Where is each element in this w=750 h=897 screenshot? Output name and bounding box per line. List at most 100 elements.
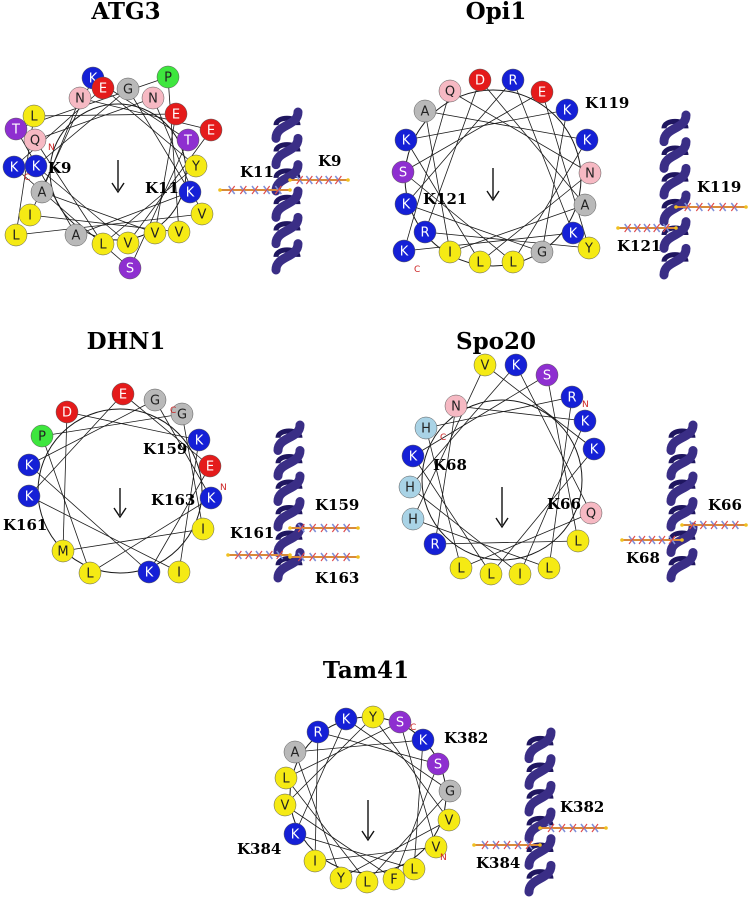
terminal-label: C bbox=[440, 433, 446, 443]
residue-circle bbox=[329, 866, 353, 890]
residue-disk: T bbox=[176, 128, 200, 152]
helix-lysine-label: K384 bbox=[476, 854, 520, 872]
helix-lysine-label: K161 bbox=[230, 524, 274, 542]
residue-circle bbox=[444, 394, 468, 418]
lysine-sidechain bbox=[674, 202, 748, 212]
residue-letter: K bbox=[145, 566, 154, 581]
sidechain-atom bbox=[251, 185, 259, 195]
wheel-chord bbox=[127, 88, 191, 193]
lysine-sidechain bbox=[288, 175, 350, 185]
residue-disk: R bbox=[501, 68, 525, 92]
arrowhead bbox=[113, 507, 127, 519]
wheel-chord bbox=[340, 819, 450, 879]
residue-circle bbox=[479, 562, 503, 586]
sidechain-atom bbox=[320, 552, 328, 562]
wheel-chord bbox=[294, 718, 347, 835]
lysine-label: K382 bbox=[444, 729, 488, 747]
residue-letter: R bbox=[430, 538, 439, 553]
terminal-label: N bbox=[440, 853, 447, 863]
residue-circle bbox=[22, 104, 46, 128]
residue-disk: N bbox=[444, 394, 468, 418]
wheel-chord bbox=[434, 540, 579, 545]
sidechain-atom bbox=[309, 523, 317, 533]
helix-ribbon bbox=[524, 727, 556, 897]
residue-circle bbox=[573, 409, 597, 433]
wheel-chord bbox=[405, 109, 568, 141]
residue-circle bbox=[577, 236, 601, 260]
lysine-sidechain bbox=[538, 823, 608, 833]
helix-turn-front bbox=[666, 471, 698, 506]
residue-letter: A bbox=[72, 229, 81, 244]
residue-circle bbox=[392, 239, 416, 263]
residue-circle bbox=[575, 128, 599, 152]
arrowhead bbox=[111, 182, 125, 194]
wheel-chord bbox=[178, 439, 200, 573]
wheel-chord bbox=[412, 374, 548, 457]
wheel-chord bbox=[541, 91, 590, 249]
residue-letter: L bbox=[457, 562, 465, 577]
residue-disk: N bbox=[578, 161, 602, 185]
residue-disk: K bbox=[394, 128, 418, 152]
wheel-chord bbox=[33, 113, 177, 117]
wheel-chord bbox=[15, 213, 203, 236]
residue-circle bbox=[111, 382, 135, 406]
residue-disk: A bbox=[413, 99, 437, 123]
residue-letter: E bbox=[538, 86, 546, 101]
wheel-chord bbox=[181, 413, 204, 530]
residue-disk: E bbox=[530, 80, 554, 104]
wheel-chord bbox=[294, 739, 424, 753]
wheel-chord bbox=[294, 751, 342, 879]
helix-turn-front bbox=[666, 446, 698, 481]
wheel-chord bbox=[154, 113, 177, 234]
sidechain-atom bbox=[514, 840, 522, 850]
residue-circle bbox=[391, 160, 415, 184]
residue-letter: K bbox=[291, 828, 300, 843]
lysine-label: K161 bbox=[3, 516, 47, 534]
residue-letter: D bbox=[62, 406, 72, 421]
wheel-chord bbox=[284, 804, 395, 880]
helical-wheel: Q D R E K K N A K Y G L L I K R K S K A bbox=[391, 68, 602, 275]
wheel-chord bbox=[314, 846, 437, 862]
residue-circle bbox=[23, 128, 47, 152]
residue-letter: K bbox=[402, 198, 411, 213]
residue-disk: A bbox=[283, 740, 307, 764]
residue-letter: V bbox=[124, 237, 133, 252]
residue-disk: S bbox=[535, 363, 559, 387]
residue-letter: L bbox=[12, 229, 20, 244]
residue-circle bbox=[191, 517, 215, 541]
wheel-chord bbox=[314, 731, 319, 862]
residue-circle bbox=[4, 117, 28, 141]
helical-wheel: K N E G N P E T E Y K V V V S V L A L I bbox=[2, 65, 223, 280]
residue-circle bbox=[413, 220, 437, 244]
residue-letter: N bbox=[75, 92, 85, 107]
sidechain-end bbox=[620, 538, 624, 542]
wheel-chord bbox=[449, 90, 591, 174]
residue-disk: L bbox=[402, 857, 426, 881]
helix-turn-front bbox=[271, 212, 303, 249]
residue-circle bbox=[51, 539, 75, 563]
residue-circle bbox=[449, 556, 473, 580]
helix-lysine-label: K121 bbox=[617, 237, 661, 255]
wheel-chord bbox=[102, 165, 197, 245]
lysine-label: K9 bbox=[48, 159, 71, 177]
wheel-chord bbox=[425, 427, 462, 569]
wheel-chord bbox=[122, 393, 211, 467]
residue-letter: G bbox=[537, 246, 547, 261]
helix-turn-front bbox=[273, 471, 305, 506]
lysine-label: K66 bbox=[547, 495, 581, 513]
residue-letter: M bbox=[57, 545, 68, 560]
residue-disk: I bbox=[508, 562, 532, 586]
residue-circle bbox=[167, 220, 191, 244]
wheel-chord bbox=[424, 110, 451, 253]
residue-letter: R bbox=[420, 226, 429, 241]
residue-letter: L bbox=[363, 876, 371, 891]
residue-disk: S bbox=[426, 752, 450, 776]
residue-disk: D bbox=[55, 400, 79, 424]
sidechain-atom bbox=[638, 535, 646, 545]
lysine-label: K163 bbox=[151, 491, 195, 509]
residue-disk: P bbox=[30, 424, 54, 448]
residue-disk: V bbox=[190, 202, 214, 226]
residue-circle bbox=[164, 102, 188, 126]
wheel-chord bbox=[399, 721, 437, 848]
sidechain-end bbox=[356, 526, 360, 530]
